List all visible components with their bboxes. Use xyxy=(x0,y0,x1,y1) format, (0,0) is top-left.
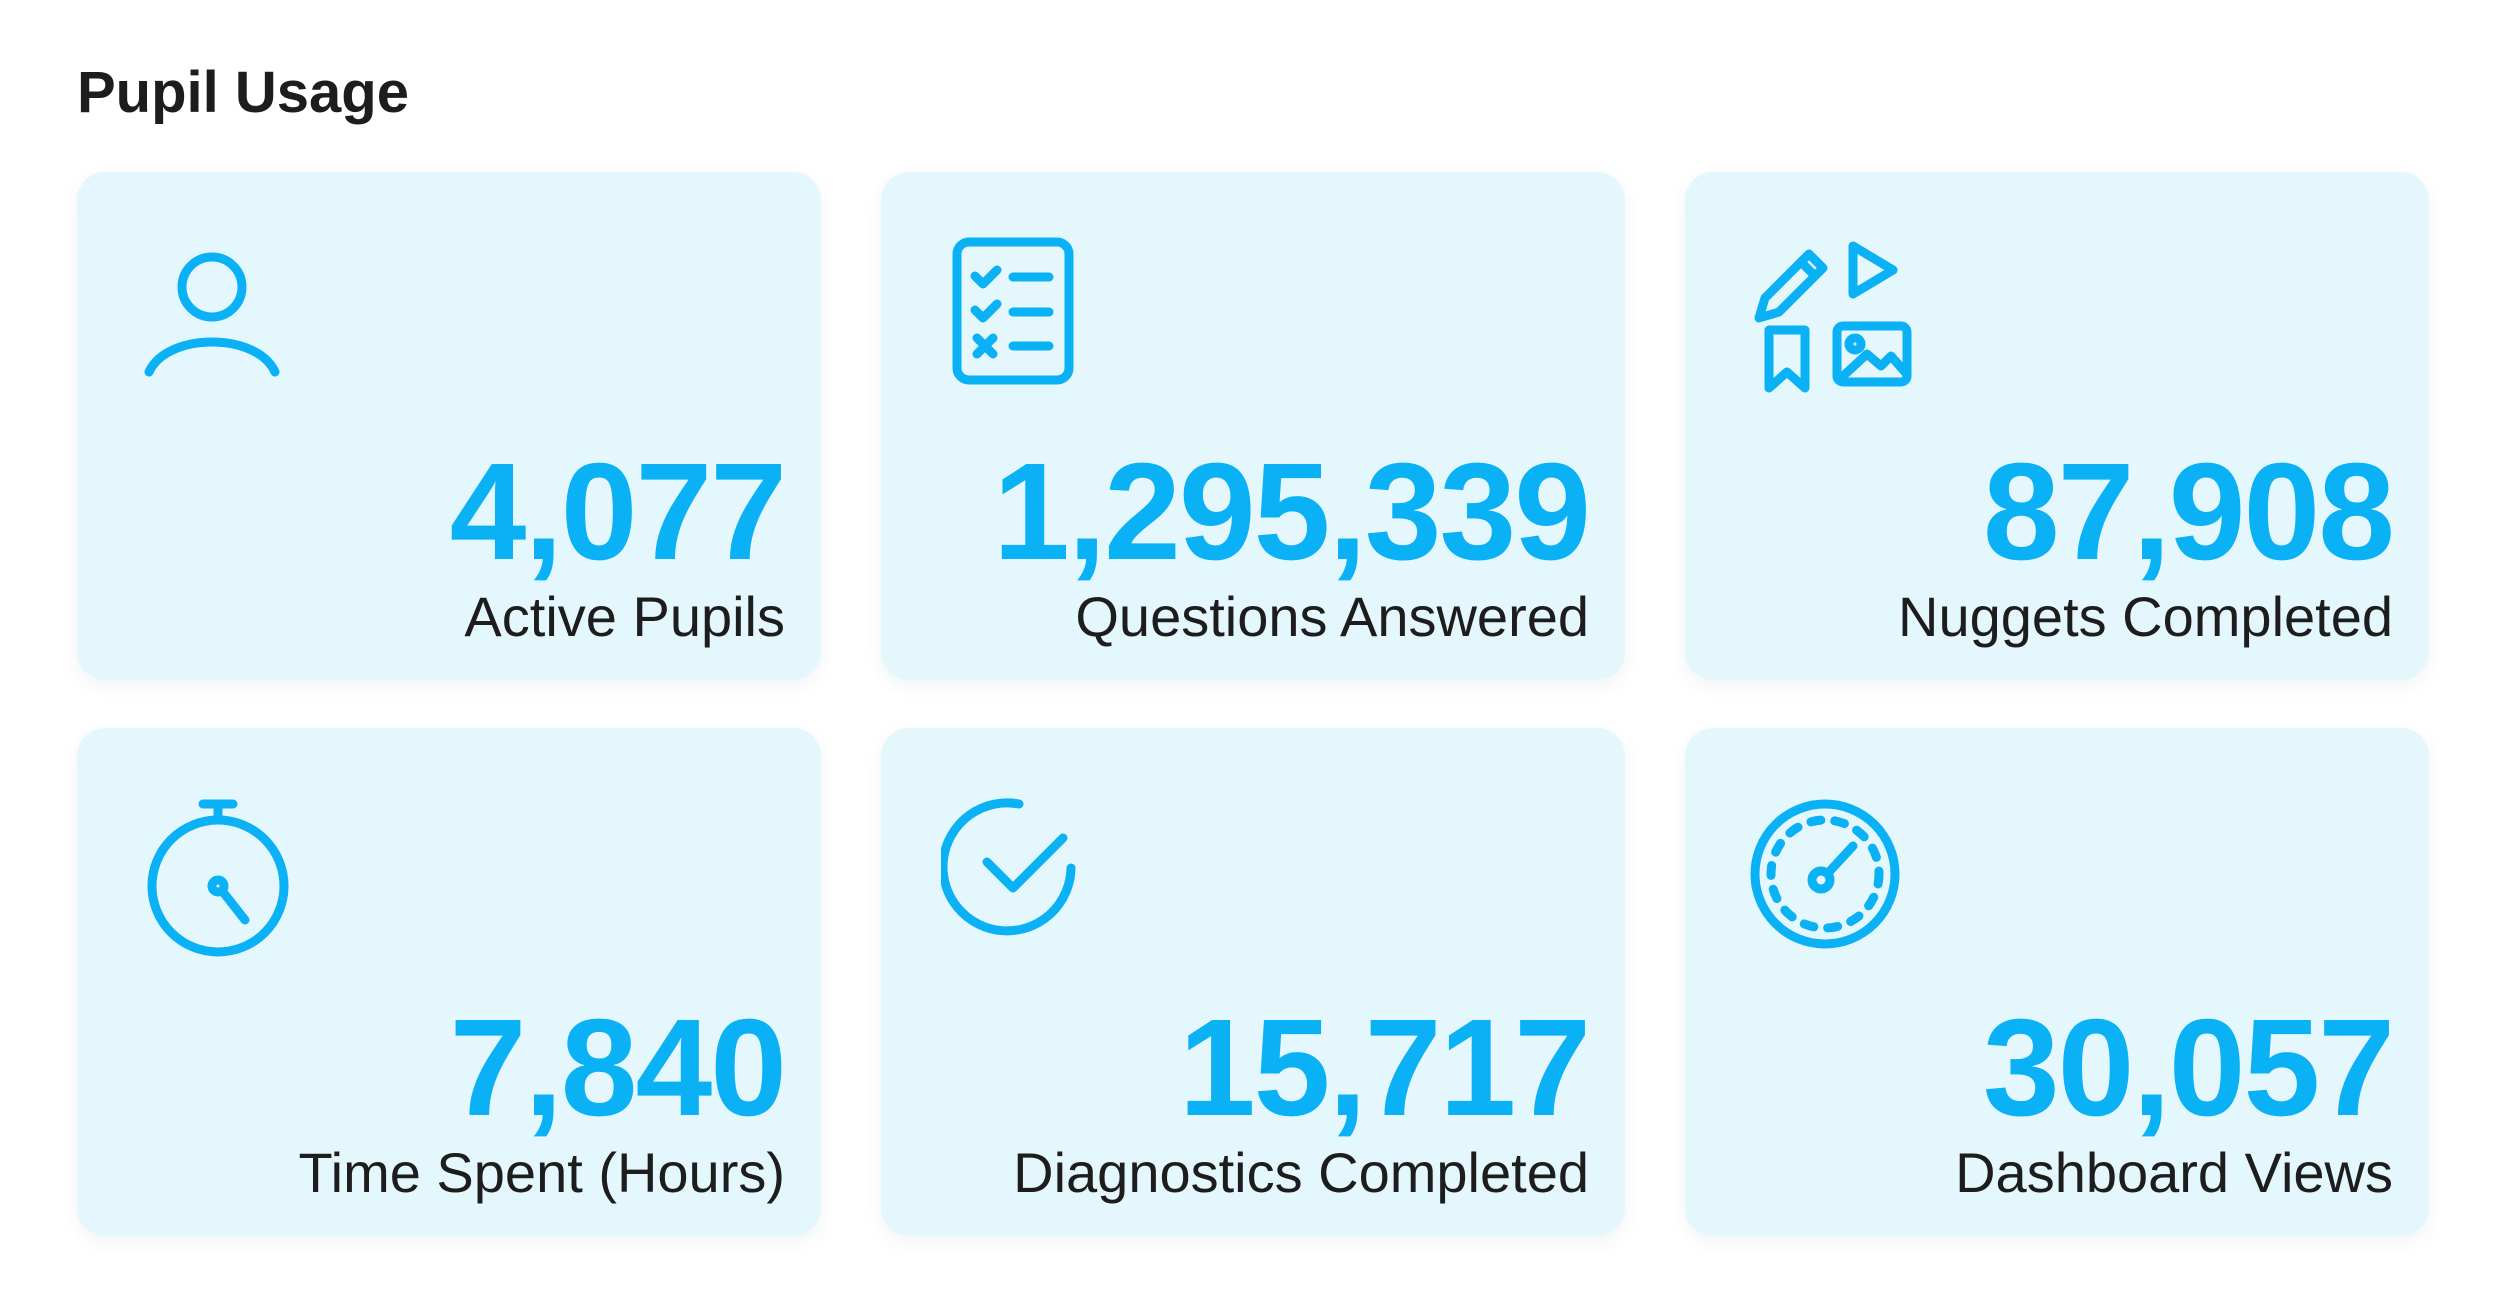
stats-grid: 4,077 Active Pupils 1,295,339 Questions … xyxy=(77,172,2429,1236)
speedometer-icon xyxy=(1745,788,1915,958)
stat-card-nuggets-completed: 87,908 Nuggets Completed xyxy=(1685,172,2429,680)
media-nuggets-icon xyxy=(1745,232,1915,402)
stat-card-diagnostics-completed: 15,717 Diagnostics Completed xyxy=(881,728,1625,1236)
stat-value: 1,295,339 xyxy=(993,435,1591,589)
check-circle-icon xyxy=(941,788,1111,958)
stat-card-dashboard-views: 30,057 Dashboard Views xyxy=(1685,728,2429,1236)
stat-label: Nuggets Completed xyxy=(1898,585,2393,648)
stat-value: 4,077 xyxy=(449,435,787,589)
checklist-icon xyxy=(941,232,1111,402)
page-title: Pupil Usage xyxy=(77,60,409,125)
stat-value: 7,840 xyxy=(449,991,787,1145)
stat-label: Questions Answered xyxy=(1075,585,1589,648)
stat-label: Active Pupils xyxy=(464,585,785,648)
stat-card-active-pupils: 4,077 Active Pupils xyxy=(77,172,821,680)
stat-label: Diagnostics Completed xyxy=(1013,1141,1589,1204)
stat-value: 87,908 xyxy=(1982,435,2395,589)
stat-value: 15,717 xyxy=(1178,991,1591,1145)
stat-label: Dashboard Views xyxy=(1955,1141,2393,1204)
stat-card-questions-answered: 1,295,339 Questions Answered xyxy=(881,172,1625,680)
stat-value: 30,057 xyxy=(1982,991,2395,1145)
stat-card-time-spent: 7,840 Time Spent (Hours) xyxy=(77,728,821,1236)
stat-label: Time Spent (Hours) xyxy=(298,1141,786,1204)
person-icon xyxy=(137,232,307,402)
stopwatch-icon xyxy=(137,788,307,958)
